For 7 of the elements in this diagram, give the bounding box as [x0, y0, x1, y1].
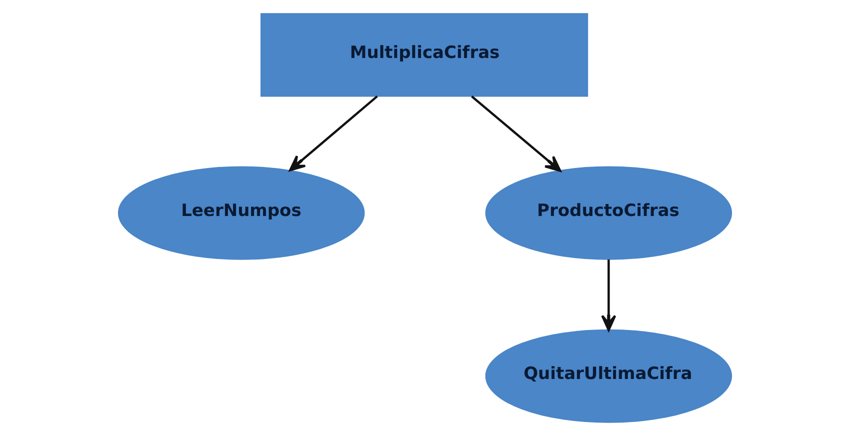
arrow	[288, 95, 378, 172]
arrow	[470, 95, 561, 172]
node-ellipse: LeerNumpos	[117, 166, 364, 260]
node-ellipse: ProductoCifras	[484, 166, 732, 260]
node-box: MultiplicaCifras	[260, 13, 588, 97]
arrow	[600, 260, 616, 332]
node-ellipse: QuitarUltimaCifra	[484, 329, 732, 423]
